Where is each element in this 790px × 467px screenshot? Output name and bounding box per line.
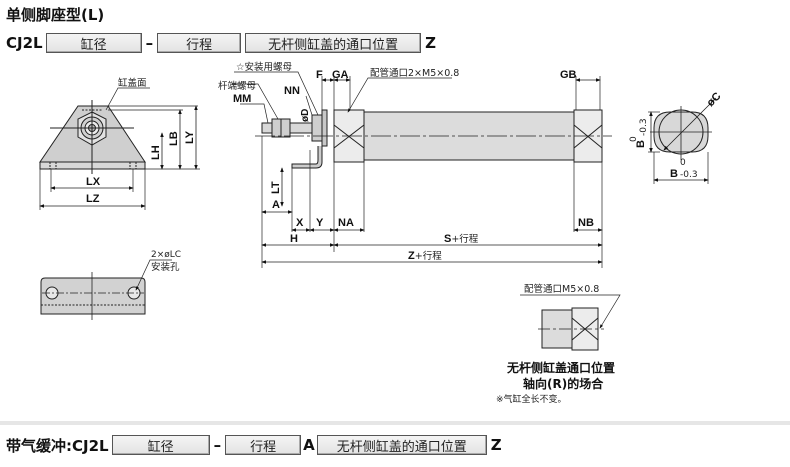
bore-box: 缸径 — [45, 33, 142, 53]
dim-ly: LY — [184, 130, 196, 144]
dim-y: Y — [316, 217, 324, 229]
dim-lb: LB — [168, 131, 180, 146]
front-view — [39, 87, 200, 210]
tol-upper-vertical: 0 — [629, 136, 639, 142]
dim-z-stroke: Z+行程 — [408, 250, 442, 262]
hole-note: 安装孔 — [151, 261, 180, 273]
dash: – — [145, 34, 154, 52]
axial-caption-line2: 轴向(R)的场合 — [523, 376, 604, 391]
cushion-code-row: 带气缓冲:CJ2L 缸径 – 行程 A 无杆侧缸盖的通口位置 Z — [6, 434, 506, 456]
axial-caption-line1: 无杆侧缸盖通口位置 — [506, 360, 615, 375]
dim-mm: MM — [233, 93, 251, 105]
tol-lower-vertical: -0.3 — [639, 118, 649, 136]
cushion-stroke-box: 行程 — [225, 435, 302, 455]
dim-gb: GB — [560, 69, 577, 81]
dim-h: H — [290, 233, 298, 245]
dim-a: A — [272, 199, 280, 211]
dim-na: NA — [338, 217, 354, 229]
suffix: Z — [425, 34, 436, 52]
dim-lz: LZ — [86, 193, 100, 205]
page-title: 单侧脚座型(L) — [6, 6, 105, 24]
tol-lower-horizontal: -0.3 — [680, 170, 698, 180]
cover-face-label: 缸盖面 — [118, 77, 147, 89]
dim-nb: NB — [578, 217, 594, 229]
dim-d: øD — [300, 109, 311, 122]
rod-nut-label: 杆端螺母 — [218, 80, 256, 92]
side-view — [232, 71, 612, 268]
port-position-box: 无杆侧缸盖的通口位置 — [245, 33, 422, 53]
cushion-middle: A — [303, 436, 315, 454]
axial-footnote: ※气缸全长不变。 — [496, 393, 567, 405]
hole-count-label: 2×øLC — [151, 250, 181, 260]
dim-lx: LX — [86, 176, 101, 188]
dim-b-horizontal: B — [670, 168, 678, 180]
z-plus-stroke: +行程 — [415, 250, 442, 262]
s-plus-stroke: +行程 — [451, 233, 478, 245]
dim-s-stroke: S+行程 — [444, 233, 479, 245]
dim-nn: NN — [284, 85, 300, 97]
axial-port-note: 配管通口M5×0.8 — [524, 283, 599, 295]
stroke-box: 行程 — [157, 33, 242, 53]
technical-drawing: 缸盖面 LX LZ LH LB LY 2×øLC 安装孔 — [39, 61, 724, 405]
section-divider — [0, 421, 790, 425]
end-view — [648, 97, 717, 184]
dim-s: S — [444, 233, 451, 245]
dim-z: Z — [408, 250, 415, 262]
dim-lt: LT — [270, 181, 282, 194]
cushion-dash: – — [213, 436, 222, 454]
bottom-view — [40, 259, 172, 320]
cushion-port-box: 无杆侧缸盖的通口位置 — [316, 435, 487, 455]
dim-lh: LH — [150, 145, 162, 160]
dim-x: X — [296, 217, 304, 229]
dim-f: F — [316, 69, 323, 81]
tol-upper-horizontal: 0 — [680, 158, 686, 168]
dim-ga: GA — [332, 69, 349, 81]
cushion-suffix: Z — [490, 436, 502, 454]
axial-port-detail — [520, 294, 621, 351]
model-code-row: CJ2L 缸径 – 行程 无杆侧缸盖的通口位置 Z — [6, 32, 440, 54]
port-note-label: 配管通口2×M5×0.8 — [370, 67, 459, 79]
model-prefix: CJ2L — [6, 34, 43, 52]
cushion-bore-box: 缸径 — [111, 435, 210, 455]
cushion-prefix: 带气缓冲:CJ2L — [6, 436, 109, 455]
dim-b-vertical: B — [635, 140, 647, 148]
mount-nut-label: ☆安装用螺母 — [236, 61, 292, 73]
